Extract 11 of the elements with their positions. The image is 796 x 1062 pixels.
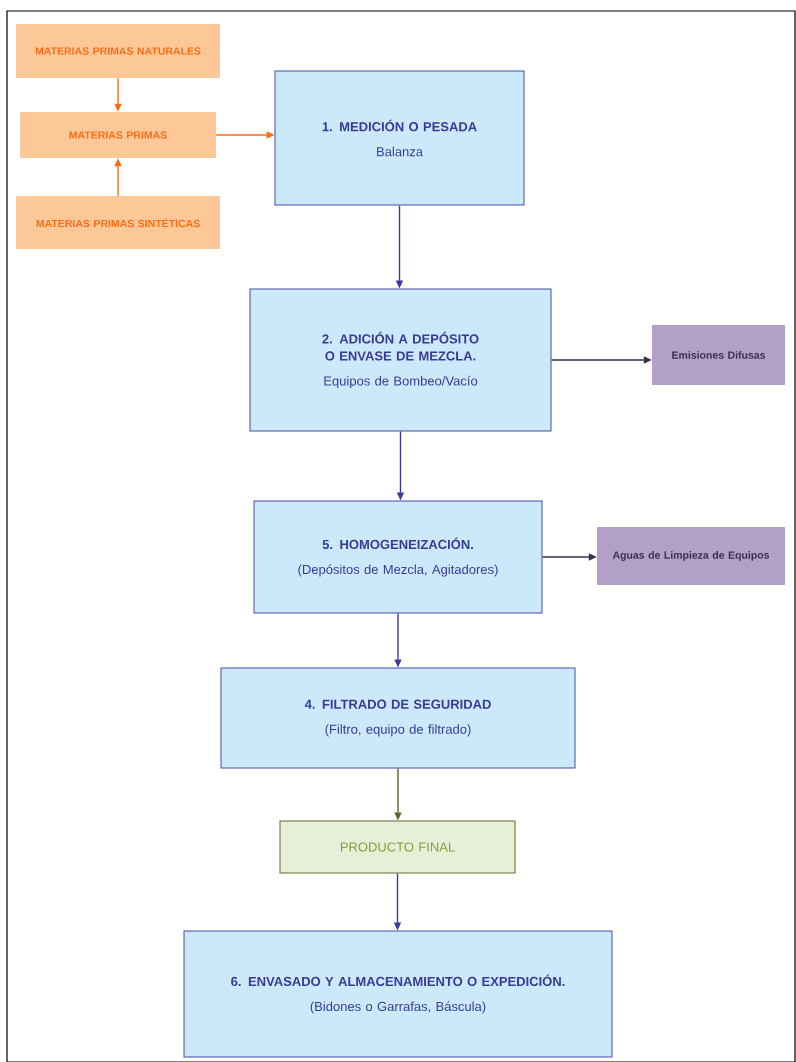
material-box: MATERIAS PRIMAS SINTÉTICAS: [16, 196, 220, 249]
material-box: MATERIAS PRIMAS: [20, 112, 216, 158]
output-box: Aguas de Limpieza de Equipos: [597, 527, 785, 585]
process-box: 5. HOMOGENEIZACIÓN. (Depósitos de Mezcla, Agitadores): [253, 500, 543, 614]
process-box: 2. ADICIÓN A DEPÓSITO O ENVASE DE MEZCLA. Equipos de Bombeo/Vacío: [249, 288, 552, 432]
output-box: Emisiones Difusas: [652, 325, 785, 385]
product-box: PRODUCTO FINAL: [279, 820, 516, 874]
process-box: 4. FILTRADO DE SEGURIDAD (Filtro, equipo de filtrado): [220, 667, 576, 769]
process-box: 1. MEDICIÓN O PESADA Balanza: [274, 70, 525, 206]
material-box: MATERIAS PRIMAS NATURALES: [16, 24, 220, 78]
process-box: 6. ENVASADO Y ALMACENAMIENTO O EXPEDICIÓN. (Bidones o Garrafas, Báscula): [183, 930, 613, 1058]
